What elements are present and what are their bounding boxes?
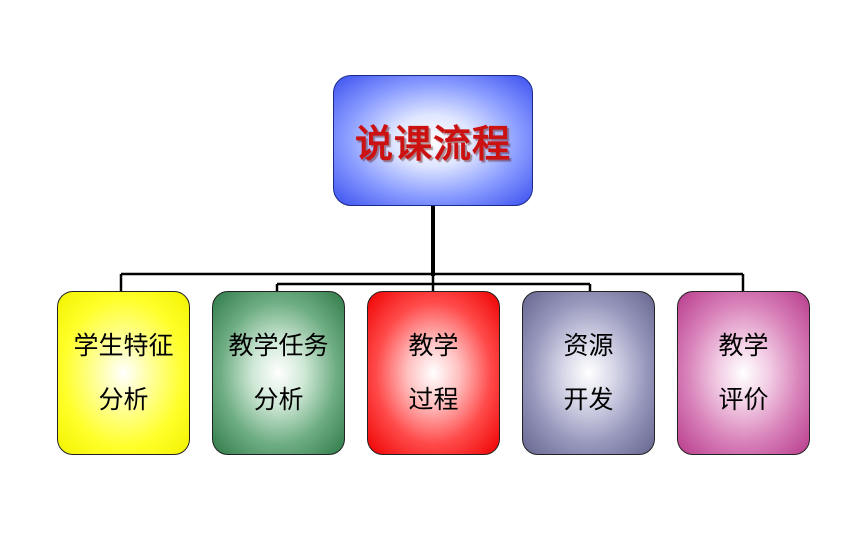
child-node-line2: 开发 xyxy=(563,385,614,414)
child-node-line1: 学生特征 xyxy=(73,331,174,360)
child-node-line2: 过程 xyxy=(408,385,459,414)
child-node-line1: 教学任务 xyxy=(228,331,329,360)
child-node-line1: 资源 xyxy=(563,331,614,360)
child-node-task-analysis: 教学任务 分析 xyxy=(212,291,345,455)
child-node-line2: 分析 xyxy=(253,385,304,414)
child-node-line1: 教学 xyxy=(408,331,459,360)
child-node-resource-development: 资源 开发 xyxy=(522,291,655,455)
child-node-teaching-process: 教学 过程 xyxy=(367,291,500,455)
child-node-line1: 教学 xyxy=(718,331,769,360)
root-node-label: 说课流程 xyxy=(354,121,511,166)
root-node: 说课流程 xyxy=(333,75,533,206)
child-node-student-analysis: 学生特征 分析 xyxy=(57,291,190,455)
child-node-line2: 评价 xyxy=(718,385,769,414)
child-node-teaching-evaluation: 教学 评价 xyxy=(677,291,810,455)
child-node-line2: 分析 xyxy=(98,385,149,414)
